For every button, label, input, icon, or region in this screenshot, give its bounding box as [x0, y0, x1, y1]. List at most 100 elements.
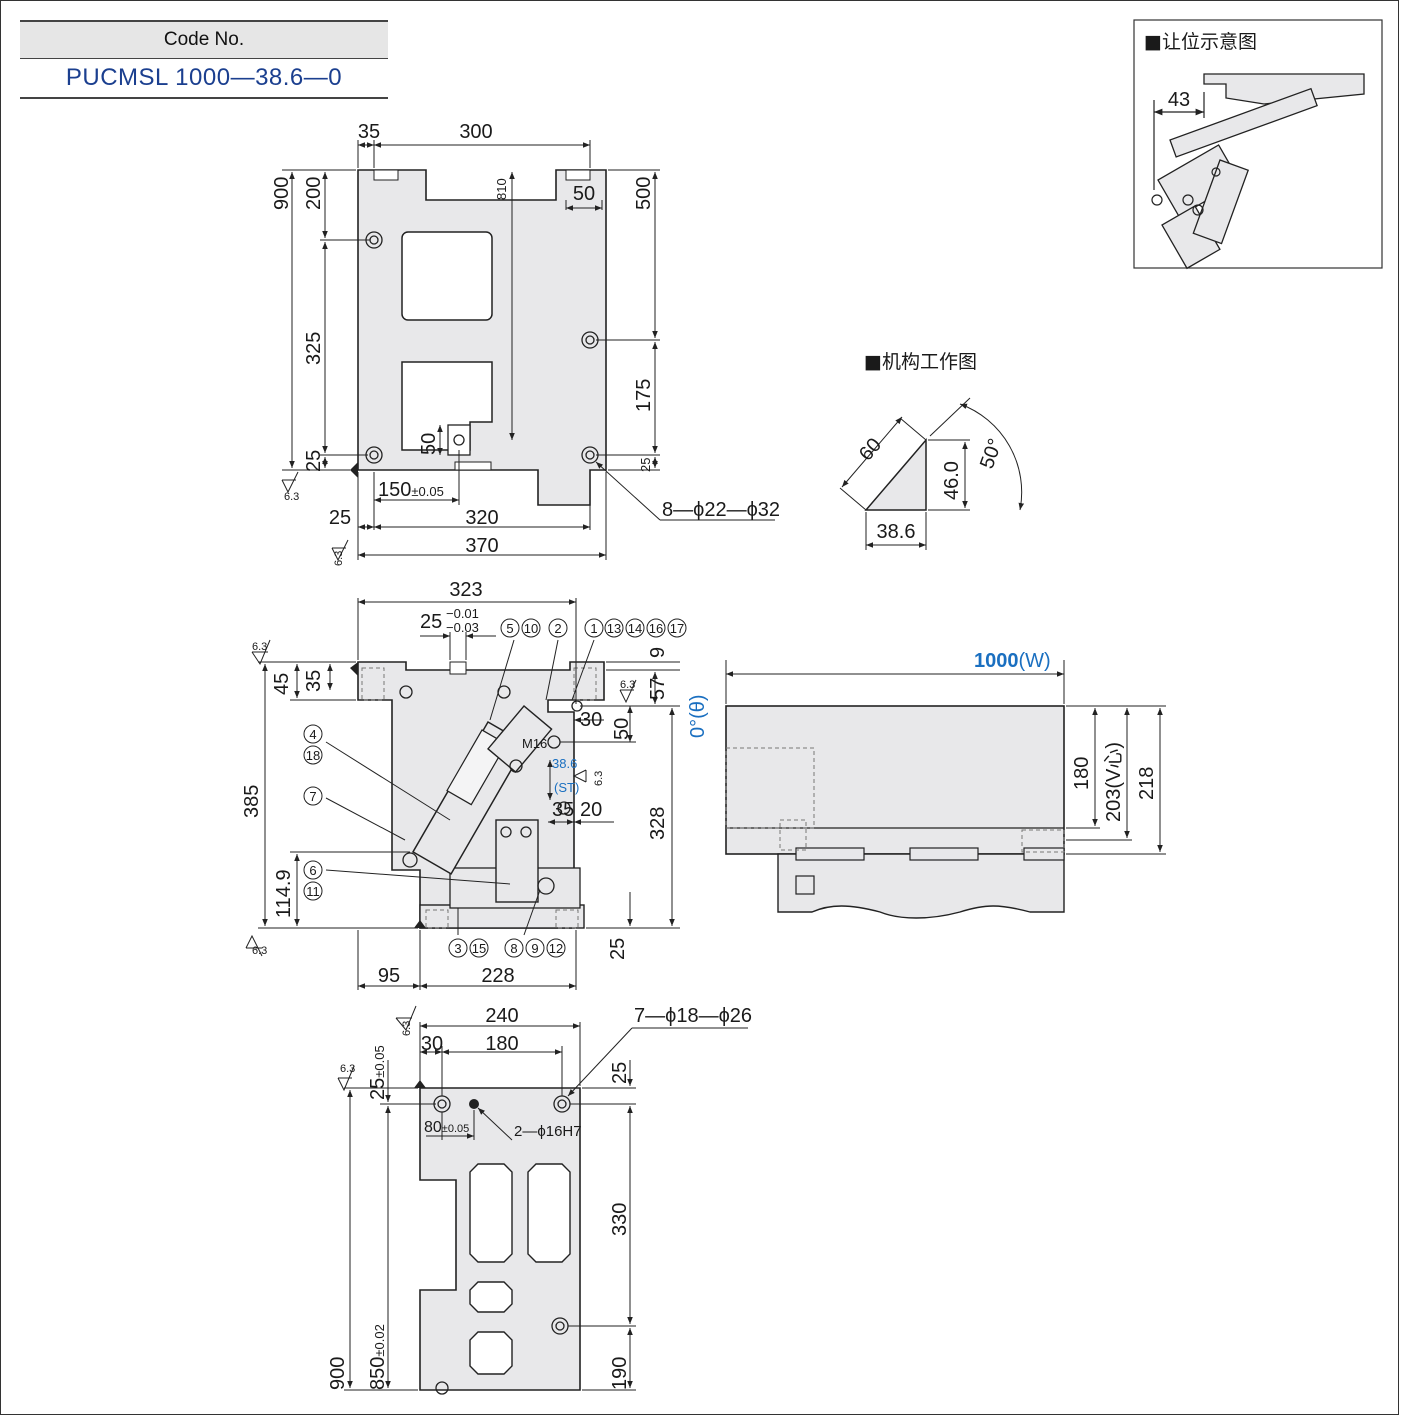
clearance-title: ■让位示意图 [1144, 31, 1257, 53]
dim-50-slot: 50 [418, 433, 440, 455]
balloon: 10 [524, 621, 538, 636]
side-dim-25-right: 25 [607, 938, 629, 960]
roughness-mark: 6.3 [401, 1021, 413, 1036]
front-body [725, 705, 1065, 855]
dim-900: 900 [271, 177, 293, 210]
roughness-mark: 6.3 [333, 551, 345, 566]
dim-500: 500 [633, 177, 655, 210]
side-dim-323: 323 [449, 579, 482, 601]
bottom-dim-80: 80±0.05 [424, 1119, 469, 1136]
balloon: 1 [590, 621, 597, 636]
balloon: 16 [649, 621, 663, 636]
balloon: 17 [670, 621, 684, 636]
balloon: 7 [309, 789, 316, 804]
front-width-value: 1000 [974, 650, 1019, 672]
dim-25-bottom: 25 [329, 507, 351, 529]
side-tol-lower: −0.03 [446, 620, 479, 635]
mech-angle-50: 50° [976, 436, 1007, 472]
balloon: 9 [531, 941, 538, 956]
side-arm [487, 705, 553, 774]
dim-150-tol: ±0.05 [411, 484, 443, 499]
roughness-mark: 6.3 [252, 641, 267, 653]
code-number-label: Code No. [20, 20, 388, 59]
balloon: 14 [628, 621, 642, 636]
dim-200: 200 [303, 177, 325, 210]
balloon: 11 [306, 884, 320, 899]
bottom-dim-850-value: 850 [367, 1357, 389, 1390]
bottom-dim-850-tol: ±0.02 [372, 1324, 387, 1356]
side-dim-35: 35 [303, 670, 325, 692]
code-number-value: PUCMSL 1000—38.6—0 [20, 59, 388, 99]
side-dim-95: 95 [378, 965, 400, 987]
front-width: 1000(W) [974, 650, 1051, 672]
bottom-dim-240: 240 [485, 1005, 518, 1027]
bottom-pin-callout: 2—ϕ16H7 [514, 1123, 582, 1140]
mechanism-title: ■机构工作图 [864, 351, 977, 373]
roughness-mark: 6.3 [593, 771, 605, 786]
bottom-dim-850: 850±0.02 [367, 1324, 389, 1390]
code-number-box: Code No. PUCMSL 1000—38.6—0 [20, 20, 388, 99]
top-window-upper [401, 231, 493, 321]
balloon: 8 [510, 941, 517, 956]
side-tol-upper: −0.01 [446, 606, 479, 621]
dim-175: 175 [633, 379, 655, 412]
front-dim-180: 180 [1071, 757, 1093, 790]
dim-370: 370 [465, 535, 498, 557]
side-dim-57: 57 [647, 678, 669, 700]
side-dim-228: 228 [481, 965, 514, 987]
bottom-dim-900: 900 [327, 1357, 349, 1390]
dim-25-right: 25 [638, 458, 653, 472]
balloon: 5 [506, 621, 513, 636]
side-dim-30: 30 [580, 709, 602, 731]
dim-50-top: 50 [573, 183, 595, 205]
bottom-dim-190: 190 [609, 1357, 631, 1390]
bottom-hole-callout: 7—ϕ18—ϕ26 [634, 1005, 752, 1027]
bottom-dim-25-vertical: 25±0.05 [367, 1045, 389, 1100]
side-dim-9: 9 [647, 647, 669, 658]
dim-150-value: 150 [378, 479, 411, 501]
dim-150: 150±0.05 [378, 479, 444, 501]
dim-35: 35 [358, 121, 380, 143]
side-view: 323 25 −0.01 −0.03 45 35 385 114.9 9 57 … [241, 579, 709, 990]
dim-25-left: 25 [303, 450, 325, 472]
roughness-mark: 6.3 [620, 679, 635, 691]
dim-810: 810 [494, 178, 509, 200]
dim-300: 300 [459, 121, 492, 143]
thread-m16: M16 [522, 736, 547, 751]
bottom-view: 240 30 180 7—ϕ18—ϕ26 25±0.05 25 80±0.05 … [327, 1005, 752, 1395]
clearance-dim-43: 43 [1168, 89, 1190, 111]
mech-dim-38-6: 38.6 [877, 521, 916, 543]
bottom-dim-180: 180 [485, 1033, 518, 1055]
balloon: 18 [306, 748, 320, 763]
stroke-label: (ST) [554, 780, 579, 795]
balloon: 6 [309, 863, 316, 878]
side-dim-50: 50 [611, 718, 633, 740]
side-dim-385: 385 [241, 785, 263, 818]
balloon: 12 [549, 941, 563, 956]
top-tab-left [373, 169, 399, 181]
roughness-mark: 6.3 [284, 491, 299, 503]
side-dim-25: 25 [420, 611, 442, 633]
side-clamp-block [495, 819, 539, 903]
bottom-dim-80-tol: ±0.05 [442, 1123, 469, 1135]
part-balloons: 5 10 2 1 13 14 16 17 4 18 7 6 11 3 15 8 … [303, 618, 687, 958]
front-lower-plate [777, 853, 1065, 919]
angle-theta: 0°(θ) [687, 694, 709, 738]
top-plate [357, 169, 607, 506]
balloon: 15 [472, 941, 486, 956]
clearance-diagram: ■让位示意图 43 [1133, 19, 1383, 270]
bottom-dim-30: 30 [421, 1033, 443, 1055]
hole-callout: 8—ϕ22—ϕ32 [662, 499, 780, 521]
dim-325: 325 [303, 332, 325, 365]
front-width-label: (W) [1019, 650, 1051, 672]
bottom-dim-25-tol: ±0.05 [372, 1045, 387, 1077]
side-dim-328: 328 [647, 807, 669, 840]
bottom-dim-25-value: 25 [367, 1078, 389, 1100]
front-dim-203: 203(V心) [1103, 742, 1125, 822]
mechanism-diagram: ■机构工作图 60 46.0 50° 38.6 [839, 351, 1025, 550]
front-view: 1000(W) 180 203(V心) 218 [725, 650, 1166, 919]
mech-dim-46: 46.0 [941, 461, 963, 500]
balloon: 3 [454, 941, 461, 956]
